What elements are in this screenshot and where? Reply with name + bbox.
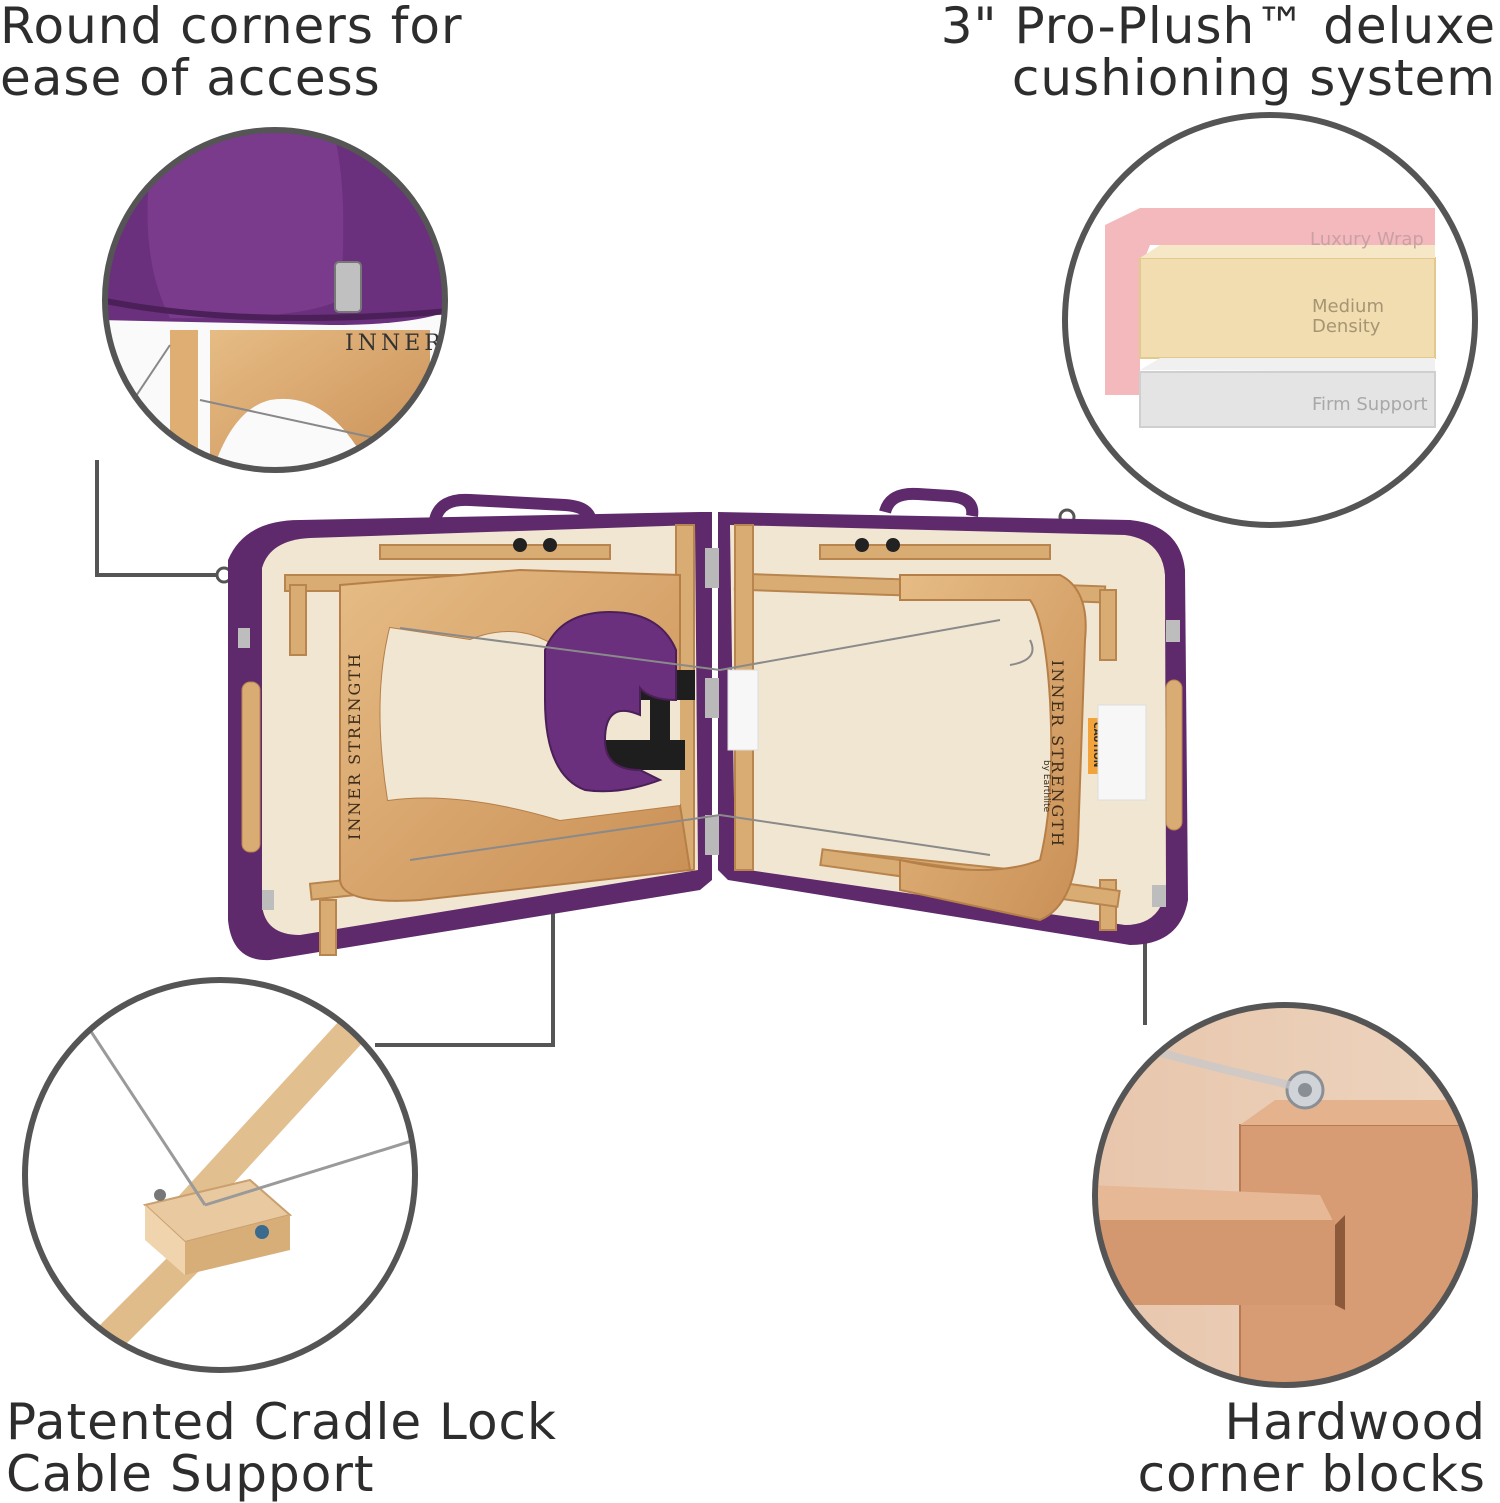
caption-corner-blocks-line1: Hardwood	[1224, 1393, 1486, 1451]
closeup-cushion-layers-ring	[1062, 112, 1478, 528]
closeup-round-corners: INNER	[105, 130, 445, 470]
knob-left-2	[543, 538, 557, 552]
support-cables	[399, 619, 1034, 861]
latch-left-bottom	[262, 890, 274, 910]
hinge-top	[705, 548, 719, 588]
caption-cradle-lock: Patented Cradle Lock Cable Support	[6, 1396, 557, 1500]
caption-cradle-lock-line2: Cable Support	[6, 1445, 375, 1503]
knob-right-2	[886, 538, 900, 552]
left-side-grip	[241, 681, 261, 853]
spec-label-left	[727, 669, 759, 751]
closeup-corner-block-ring	[1092, 1002, 1478, 1388]
caption-corner-blocks-line2: corner blocks	[1137, 1445, 1486, 1503]
right-frame-logo: INNER STRENGTH	[1048, 660, 1067, 848]
latch-right-top	[1166, 620, 1180, 642]
right-frame-sublogo: by Earthlite	[1041, 760, 1051, 813]
latch-right-bottom	[1152, 885, 1166, 907]
closeup-cradle-lock-ring	[22, 977, 418, 1373]
layer-firm-support: Firm Support	[1312, 394, 1428, 415]
caption-round-corners: Round corners for ease of access	[0, 0, 463, 104]
connector-cradle-lock	[375, 905, 555, 1047]
caution-text: CAUTION	[1091, 722, 1101, 767]
right-leg-frame	[899, 574, 1087, 922]
layer-medium-line2: Density	[1312, 316, 1381, 337]
left-frame-logo: INNER STRENGTH	[345, 652, 364, 840]
right-carry-handle	[879, 487, 979, 517]
caption-corner-blocks: Hardwood corner blocks	[1138, 1396, 1486, 1500]
closeup-round-corners-ring	[102, 127, 448, 473]
connector-round-corners	[95, 460, 222, 577]
closeup-cradle-lock	[25, 980, 415, 1370]
corner-logo: INNER	[345, 331, 445, 356]
caption-cushioning-line2: cushioning system	[1011, 49, 1496, 107]
layer-luxury-wrap: Luxury Wrap	[1310, 229, 1424, 250]
hinge-middle	[705, 678, 719, 718]
caption-cushioning-line1: 3" Pro-Plush™ deluxe	[940, 0, 1496, 55]
caption-cradle-lock-line1: Patented Cradle Lock	[6, 1393, 558, 1451]
layer-medium-line1: Medium	[1312, 296, 1384, 317]
knob-left-1	[513, 538, 527, 552]
caption-cushioning: 3" Pro-Plush™ deluxe cushioning system	[941, 0, 1496, 104]
knob-right-1	[855, 538, 869, 552]
hinge-bottom	[705, 815, 719, 855]
closeup-corner-block	[1095, 1005, 1475, 1385]
caption-round-corners-line2: ease of access	[0, 49, 381, 107]
caption-round-corners-line1: Round corners for	[0, 0, 463, 55]
latch-left-top	[238, 628, 250, 648]
folded-massage-table: INNER STRENGTH INNER STRENGTH by Earthli…	[228, 487, 1188, 961]
closeup-cushion-layers: Luxury Wrap Medium Density Firm Support	[1065, 115, 1475, 525]
face-cradle	[544, 610, 695, 793]
spec-label-right	[1097, 704, 1147, 801]
right-side-grip	[1165, 679, 1183, 831]
